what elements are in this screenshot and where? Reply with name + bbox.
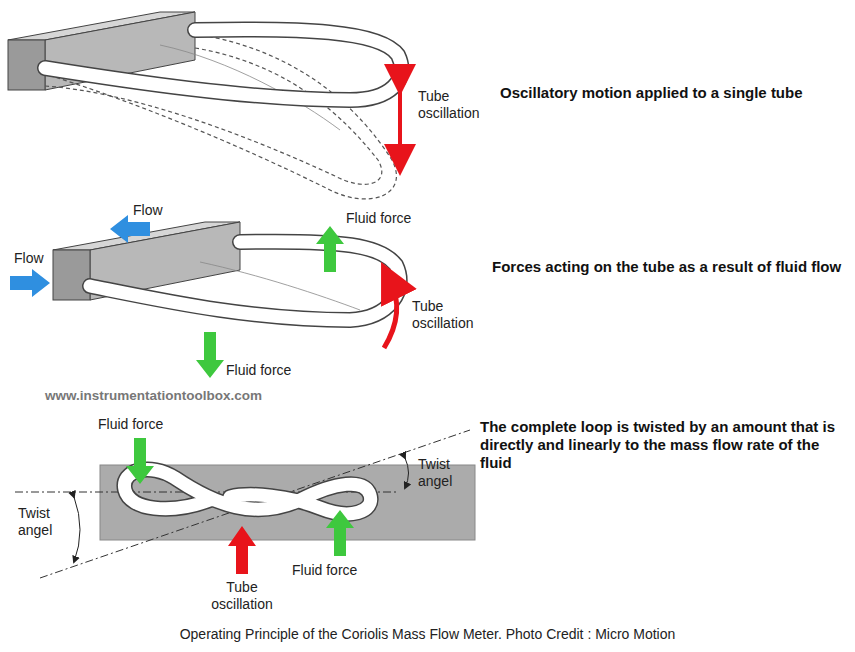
tube-outline bbox=[45, 29, 401, 100]
fluid-force-arrow bbox=[196, 332, 224, 378]
tube-outline bbox=[124, 469, 370, 513]
step-description: Forces acting on the tube as a result of… bbox=[492, 258, 842, 276]
flow-label: Flow bbox=[14, 250, 64, 267]
watermark: www.instrumentationtoolbox.com bbox=[45, 388, 345, 404]
tube-oscillation-label: Tube oscillation bbox=[412, 298, 486, 332]
tube-outline bbox=[90, 242, 400, 320]
flow-arrow bbox=[110, 215, 150, 243]
block-front bbox=[53, 250, 90, 300]
fluid-force-label: Fluid force bbox=[292, 562, 392, 579]
fluid-force-arrow bbox=[316, 226, 344, 272]
fluid-force-arrow bbox=[126, 438, 154, 484]
twist-angle-label: Twist angel bbox=[418, 456, 463, 490]
angle-arc bbox=[405, 458, 409, 488]
displaced-tube bbox=[45, 34, 396, 199]
tube-body bbox=[124, 469, 370, 513]
fluid-force-arrow bbox=[326, 510, 354, 556]
twist-angle-label: Twist angel bbox=[18, 505, 63, 539]
caption: Operating Principle of the Coriolis Mass… bbox=[0, 626, 855, 643]
tube bbox=[90, 242, 400, 320]
fluid-force-label: Fluid force bbox=[226, 362, 326, 379]
fluid-force-label: Fluid force bbox=[346, 210, 446, 227]
tube-oscillation-label: Tube oscillation bbox=[196, 579, 288, 613]
fluid-force-label: Fluid force bbox=[98, 416, 198, 433]
tube-outline-dashed bbox=[45, 34, 396, 199]
flow-label: Flow bbox=[133, 202, 183, 219]
tube-body bbox=[90, 242, 400, 320]
flow-arrow bbox=[10, 269, 50, 297]
twisted-axis-line bbox=[40, 430, 470, 578]
step-description: Oscillatory motion applied to a single t… bbox=[500, 84, 848, 102]
tube bbox=[124, 469, 370, 513]
oscillation-arrow bbox=[228, 526, 256, 574]
oscillation-arrow bbox=[384, 280, 397, 348]
oscillation-arrow bbox=[398, 80, 402, 160]
tube-body bbox=[45, 29, 401, 100]
angle-arc bbox=[74, 497, 80, 562]
tube bbox=[45, 29, 401, 100]
tube-oscillation-label: Tube oscillation bbox=[418, 88, 498, 122]
step-description: The complete loop is twisted by an amoun… bbox=[480, 418, 845, 472]
